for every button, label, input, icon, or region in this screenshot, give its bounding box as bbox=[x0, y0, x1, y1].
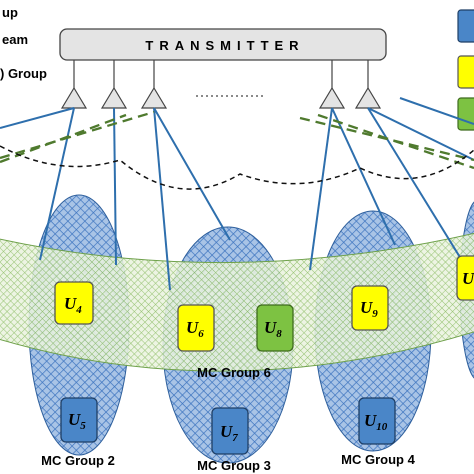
mc-group-3-label: MC Group 3 bbox=[197, 458, 271, 473]
user-u10: U10 bbox=[358, 397, 396, 445]
mc-group-6-band bbox=[0, 232, 474, 372]
svg-text:U4: U4 bbox=[64, 294, 82, 316]
svg-text:U: U bbox=[462, 269, 474, 288]
transmitter-box bbox=[59, 28, 387, 61]
user-u9: U9 bbox=[351, 285, 389, 331]
legend-right-green-swatch bbox=[457, 97, 474, 131]
user-u7: U7 bbox=[211, 407, 249, 455]
legend-right-blue-swatch bbox=[457, 9, 474, 43]
svg-text:U8: U8 bbox=[264, 318, 282, 340]
user-u6: U6 bbox=[177, 304, 215, 352]
antenna-array bbox=[60, 60, 382, 109]
legend-left-line1: up bbox=[2, 5, 18, 20]
svg-text:U6: U6 bbox=[186, 318, 204, 340]
svg-text:U5: U5 bbox=[68, 410, 86, 432]
transmitter-label: TRANSMITTER bbox=[145, 38, 304, 53]
beam-lines-green-dashed bbox=[0, 110, 474, 170]
legend-right-yellow-swatch bbox=[457, 55, 474, 89]
svg-text:U10: U10 bbox=[364, 411, 388, 433]
beam-lines-blue bbox=[0, 97, 474, 291]
svg-text:U7: U7 bbox=[220, 422, 238, 444]
user-u5: U5 bbox=[60, 397, 98, 443]
mc-group-6-label: MC Group 6 bbox=[197, 365, 271, 380]
svg-text:U9: U9 bbox=[360, 298, 378, 320]
mc-group-2-label: MC Group 2 bbox=[41, 453, 115, 468]
legend-left-line2: eam bbox=[2, 32, 28, 47]
user-u11-partial: U bbox=[456, 255, 474, 301]
user-u8: U8 bbox=[256, 304, 294, 352]
mc-group-4-label: MC Group 4 bbox=[341, 452, 415, 467]
legend-left-line3: ) Group bbox=[0, 66, 47, 81]
coverage-arc-dashed bbox=[0, 145, 474, 190]
user-u4: U4 bbox=[54, 281, 94, 325]
